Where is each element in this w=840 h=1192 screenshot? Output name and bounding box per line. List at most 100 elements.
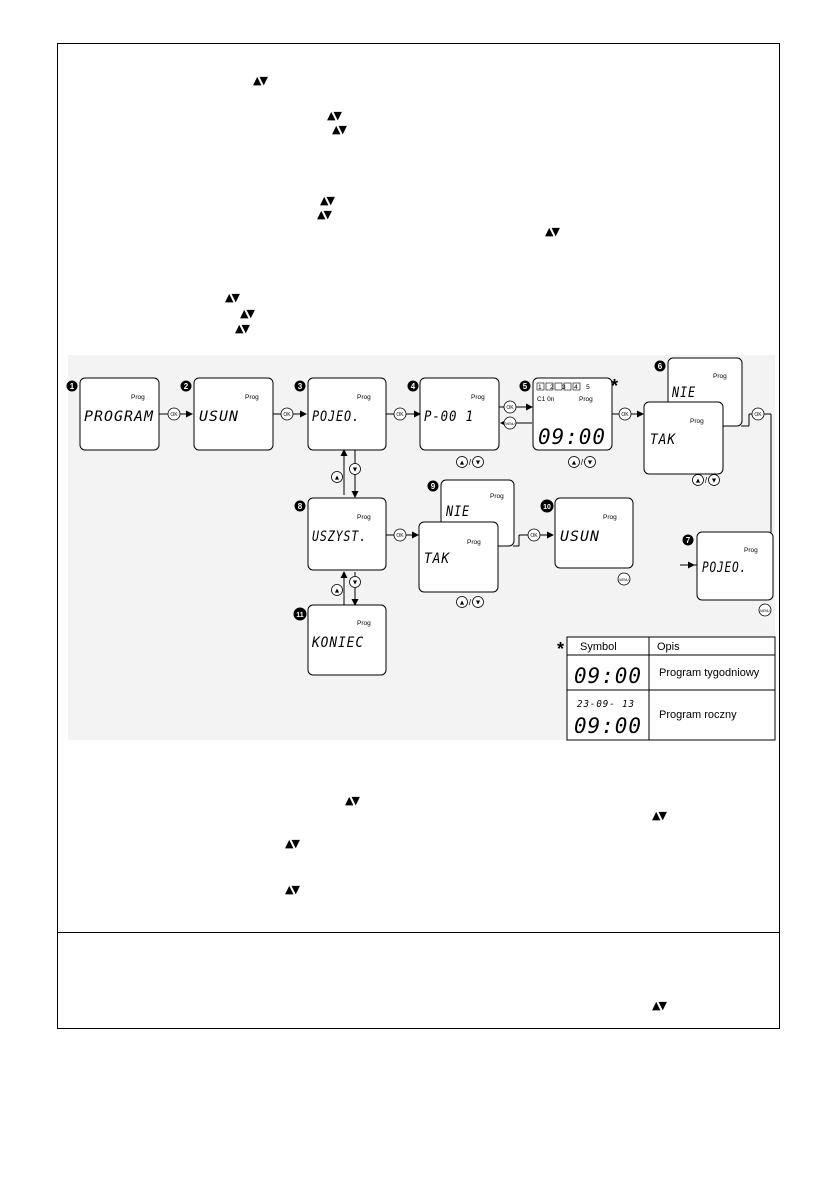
- down-glyph: ▼: [588, 460, 593, 466]
- step-badge-5: [519, 380, 531, 392]
- down-button-icon: [349, 576, 361, 588]
- updown-arrows-icon: ▲▼: [345, 794, 360, 807]
- down-glyph: ▼: [712, 478, 717, 484]
- prog-tag: Prog: [713, 373, 727, 380]
- ok-button-icon: [618, 407, 632, 421]
- step-number: 3: [298, 382, 303, 391]
- channel-label: C1 0n: [537, 396, 555, 403]
- up-glyph: ▲: [460, 460, 465, 466]
- ok-button-icon: [393, 407, 407, 421]
- step-badge-2: [180, 380, 192, 392]
- screen-6-front: [643, 401, 724, 475]
- down-button-icon: [708, 474, 720, 486]
- table-header-symbol: Symbol: [580, 641, 617, 653]
- ok-button-icon: [167, 407, 181, 421]
- updown-arrows-icon: ▲▼: [327, 109, 342, 122]
- slash-separator: /: [705, 476, 708, 485]
- screen-3: [307, 377, 387, 451]
- prog-tag: Prog: [131, 394, 145, 401]
- ok-label: OK: [506, 405, 514, 411]
- section-divider: [57, 932, 780, 933]
- updown-arrows-icon: ▲▼: [652, 809, 667, 822]
- updown-arrows-icon: ▲▼: [235, 322, 250, 335]
- prog-tag: Prog: [471, 394, 485, 401]
- prog-tag: Prog: [690, 418, 704, 425]
- table-symbol-weekly: 09:00: [574, 664, 642, 688]
- ok-button-icon: [280, 407, 294, 421]
- day-boxes: [536, 382, 581, 391]
- table-symbol-yearly: 09:00: [574, 714, 642, 738]
- screen-8: [307, 497, 387, 571]
- menu-button-icon: [617, 572, 631, 586]
- prog-tag: Prog: [579, 396, 593, 403]
- screen-7: [696, 531, 774, 601]
- screen-5: [532, 377, 613, 451]
- lcd-text: PROGRAM: [84, 409, 154, 425]
- prog-tag: Prog: [357, 620, 371, 627]
- ok-button-icon: [527, 528, 541, 542]
- lcd-text: TAK: [650, 432, 677, 448]
- step-badge-9: [427, 480, 439, 492]
- lcd-text: NIE: [671, 385, 696, 401]
- prog-tag: Prog: [744, 547, 758, 554]
- lcd-text: KONIEC: [311, 635, 364, 651]
- prog-tag: Prog: [357, 514, 371, 521]
- lcd-text: TAK: [424, 551, 451, 567]
- menu-button-icon: [758, 603, 772, 617]
- updown-arrows-icon: ▲▼: [240, 307, 255, 320]
- day-numbers: 1 2 3 4 5: [538, 384, 593, 391]
- down-glyph: ▼: [476, 600, 481, 606]
- updown-arrows-icon: ▲▼: [253, 74, 268, 87]
- menu-label: MENU: [760, 609, 770, 613]
- prog-tag: Prog: [357, 394, 371, 401]
- menu-label: MENU: [505, 422, 515, 426]
- updown-arrows-icon: ▲▼: [285, 837, 300, 850]
- step-badge-8: [294, 500, 306, 512]
- asterisk-mark: *: [611, 376, 618, 396]
- prog-tag: Prog: [245, 394, 259, 401]
- up-button-icon: [456, 596, 468, 608]
- up-button-icon: [456, 456, 468, 468]
- step-badge-4: [407, 380, 419, 392]
- ok-label: OK: [396, 533, 404, 539]
- updown-arrows-icon: ▲▼: [545, 225, 560, 238]
- lcd-text: USZYST.: [312, 529, 367, 545]
- up-button-icon: [331, 584, 343, 596]
- prog-tag: Prog: [467, 539, 481, 546]
- up-glyph: ▲: [335, 588, 340, 594]
- ok-label: OK: [530, 533, 538, 539]
- step-badge-10: [540, 499, 554, 513]
- up-button-icon: [331, 471, 343, 483]
- ok-button-icon: [503, 400, 517, 414]
- screen-11: [307, 604, 387, 676]
- up-button-icon: [568, 456, 580, 468]
- down-glyph: ▼: [353, 580, 358, 586]
- ok-label: OK: [754, 412, 762, 418]
- table-asterisk: *: [557, 639, 564, 659]
- table-symbol-date: 23-09- 13: [577, 699, 635, 710]
- updown-arrows-icon: ▲▼: [285, 883, 300, 896]
- table-header-opis: Opis: [657, 641, 680, 653]
- step-number: 6: [658, 362, 663, 371]
- step-number: 4: [411, 382, 416, 391]
- screen-2: [193, 377, 274, 451]
- screen-9-front: [418, 521, 499, 593]
- updown-arrows-icon: ▲▼: [332, 123, 347, 136]
- slash-separator: /: [469, 598, 472, 607]
- down-button-icon: [584, 456, 596, 468]
- ok-button-icon: [393, 528, 407, 542]
- ok-button-icon: [751, 407, 765, 421]
- lcd-text: USUN: [560, 529, 600, 545]
- up-button-icon: [692, 474, 704, 486]
- ok-label: OK: [170, 412, 178, 418]
- down-button-icon: [472, 596, 484, 608]
- step-number: 7: [686, 536, 691, 545]
- step-number: 11: [296, 612, 304, 619]
- down-button-icon: [349, 463, 361, 475]
- page-frame: [57, 43, 780, 1029]
- lcd-text: P-00 1: [424, 409, 474, 425]
- step-number: 8: [298, 502, 303, 511]
- lcd-time: 09:00: [538, 425, 606, 449]
- up-glyph: ▲: [696, 478, 701, 484]
